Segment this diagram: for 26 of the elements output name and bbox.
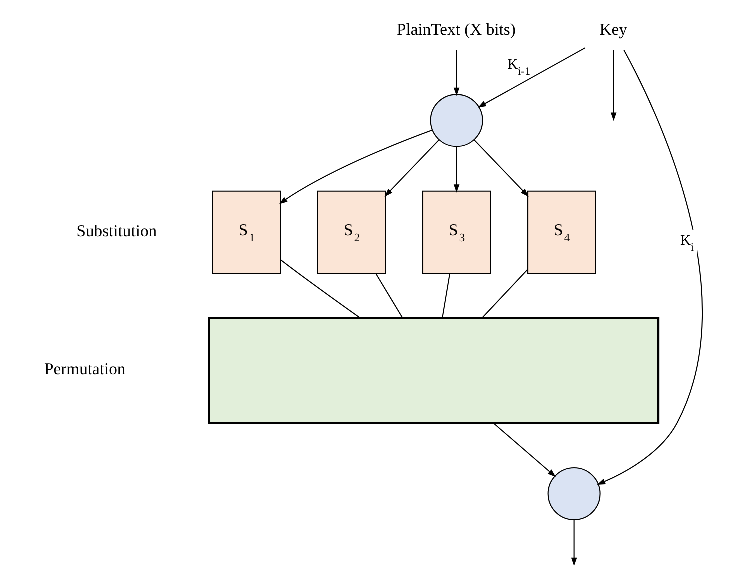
label: Permutation — [44, 360, 126, 379]
arrow — [454, 50, 460, 96]
node-circle — [430, 94, 484, 148]
connector — [442, 274, 451, 318]
node-box: S$_{4}$ — [528, 190, 596, 274]
arrow — [597, 50, 703, 485]
connector — [482, 269, 528, 318]
arrow — [610, 50, 617, 122]
connector — [376, 273, 404, 319]
arrow — [454, 146, 460, 193]
label: Substitution — [76, 221, 158, 240]
edge-label: K$_{i}$ — [680, 233, 694, 254]
arrow — [279, 130, 433, 204]
node-text: Key — [600, 20, 628, 40]
arrow — [494, 423, 556, 478]
node-box: S$_{3}$ — [422, 190, 492, 274]
edge-label: K$_{i-1}$ — [508, 56, 531, 78]
node-box: S$_{1}$ — [212, 190, 282, 274]
connector — [280, 260, 361, 318]
arrow — [478, 48, 586, 108]
node-text: PlainText (X bits) — [397, 20, 516, 40]
node-box — [208, 317, 660, 424]
arrow — [474, 140, 529, 197]
arrow — [571, 520, 578, 566]
arrow — [384, 140, 440, 197]
node-box: S$_{2}$ — [317, 190, 386, 274]
